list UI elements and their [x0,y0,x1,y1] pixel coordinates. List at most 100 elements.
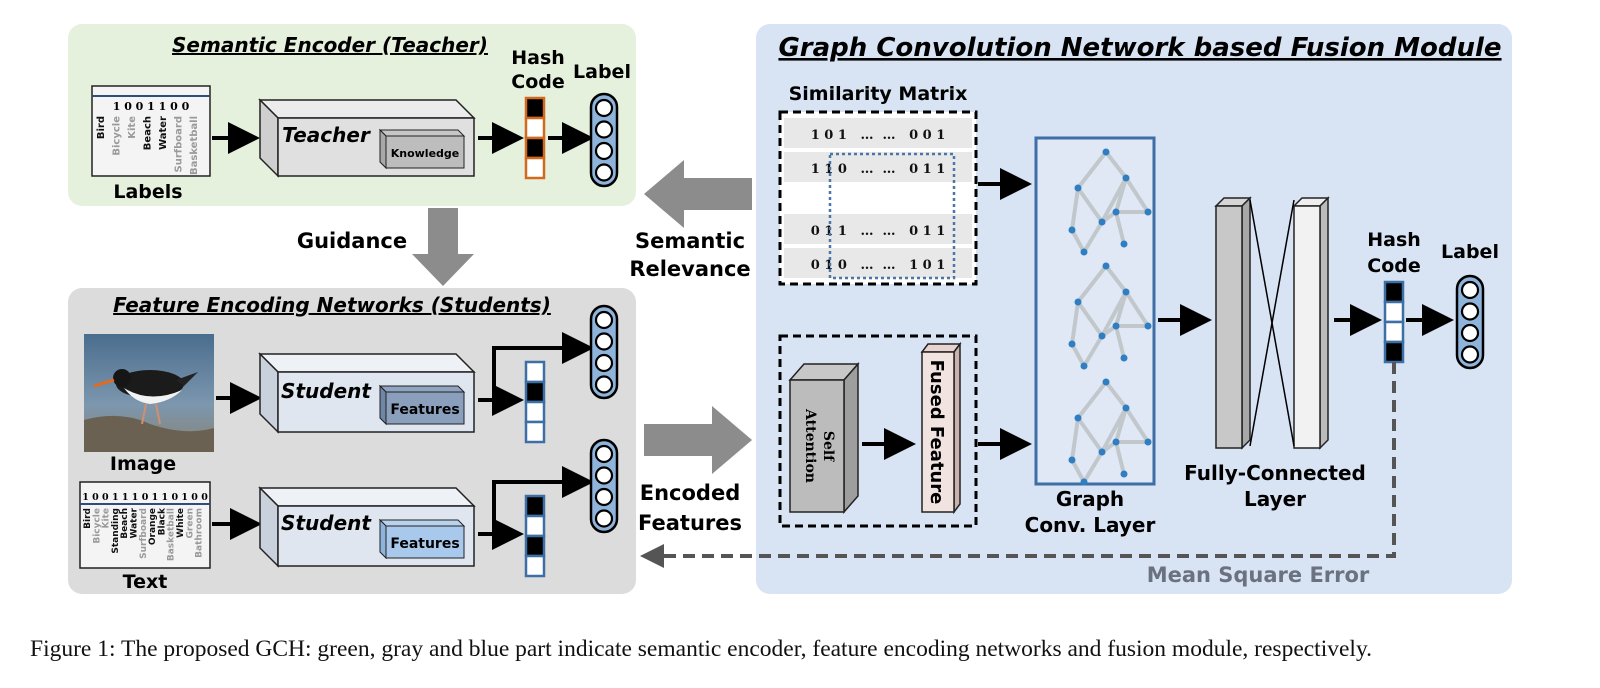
label-word: Bicycle [92,508,102,544]
mse-feedback-arrow [640,362,1396,568]
hash-bit [524,136,546,160]
label-word: Standing [111,508,121,554]
matrix-row: 0 1 0 … … 1 0 1 [811,258,946,273]
text-caption: Text [123,571,168,593]
label-pill [589,438,619,534]
graph-edge [1104,150,1128,180]
semantic-relevance-line2: Relevance [629,257,750,281]
encoded-features-arrow [644,406,752,474]
label-node [1460,323,1480,343]
label-word: Basketball [189,116,200,175]
graph-node [1120,470,1128,478]
label-word: Surfboard [174,116,185,172]
label-node [1460,302,1480,321]
graph-edge [1124,406,1150,444]
label-word: Orange [148,508,158,545]
graph-edge [1100,177,1128,223]
label-pill [1455,274,1485,370]
matrix-row: 0 1 1 … … 0 1 1 [811,224,946,239]
hash-bit [524,534,546,558]
fusion-label-output [1455,274,1485,370]
graph-node [1068,456,1076,464]
graph-edge [1070,417,1080,461]
graph-edge [1124,176,1150,214]
fusion-panel-title: Graph Convolution Network based Fusion M… [778,33,1501,63]
similarity-matrix-label: Similarity Matrix [789,83,968,105]
label-node [1460,280,1480,300]
text-bits: 1 0 0 1 1 1 0 1 1 0 1 0 0 [82,492,208,503]
similarity-matrix: 1 0 1 … … 0 0 11 1 0 … … 0 1 10 1 1 … … … [778,110,978,286]
image-label-output [589,304,619,400]
label-node [594,444,614,464]
fc-label-line2: Layer [1244,487,1306,511]
graph-node [1112,322,1120,330]
image-features-box: Features [378,384,466,426]
label-word: Bicycle [112,116,123,156]
hash-bit [1383,340,1405,364]
fusion-input-box [778,334,978,528]
fusion-hash-code [1383,280,1405,364]
graph-node [1074,298,1082,306]
hash-bit [524,96,546,120]
image-caption: Image [110,453,176,475]
label-word: Kite [102,508,112,528]
semantic-relevance-arrow [644,160,752,228]
knowledge-label: Knowledge [391,147,460,160]
label-node [594,332,614,351]
label-word: White [176,508,186,538]
fusion-hash-label-line1: Hash [1367,229,1421,251]
graph-node [1112,208,1120,216]
graph-edge [1104,264,1128,294]
image-features-label: Features [390,402,459,418]
label-word: Beach [120,508,130,539]
graph-edge [1114,325,1126,359]
label-pill [589,92,619,188]
encoded-features-line1: Encoded [640,481,740,505]
teacher-hash-label-line1: Hash [511,47,565,69]
hash-bit [524,554,546,578]
graph-edge [1070,229,1086,253]
fusion-label-heading: Label [1441,241,1499,263]
graph-node [1122,404,1130,412]
graph-nodes [1068,148,1152,486]
label-node [594,509,614,528]
label-word: Water [158,116,169,150]
label-node [594,120,614,139]
text-student-network: Student Features [258,486,476,568]
label-word: Bird [96,116,107,139]
graph-label-line2: Conv. Layer [1025,513,1156,537]
teacher-label-output [589,92,619,188]
label-word: Basketball [167,508,177,561]
graph-edge [1070,459,1086,483]
hash-bit [524,116,546,140]
graph-node [1144,438,1152,446]
fused-feature-label: Fused Feature [926,360,947,505]
students-panel-title: Feature Encoding Networks (Students) [113,293,551,317]
hash-bit [1383,320,1405,344]
self-attention-line1: Self [820,431,836,462]
graph-edge [1114,211,1126,245]
knowledge-box: Knowledge [378,128,466,170]
label-word: Kite [127,116,138,139]
graph-edge [1082,220,1104,254]
self-attention-line2: Attention [802,408,818,483]
label-node [1460,345,1480,364]
image-student-network: Student Features [258,352,476,434]
hash-bit [524,156,546,180]
label-word: Bird [83,508,93,529]
graph-conv-layer [1034,136,1156,486]
text-features-label: Features [390,536,459,552]
graph-label-line1: Graph [1056,487,1124,511]
bird-image [84,334,214,452]
graph-edge [1100,407,1128,453]
graph-edge [1070,187,1080,231]
text-features-box: Features [378,518,466,560]
label-bits: 1 0 0 1 1 0 0 [113,100,190,113]
graph-node [1102,148,1110,156]
graph-node [1102,378,1110,386]
graph-node [1068,340,1076,348]
label-node [594,466,614,485]
label-node [594,141,614,161]
graph-node [1098,448,1106,456]
